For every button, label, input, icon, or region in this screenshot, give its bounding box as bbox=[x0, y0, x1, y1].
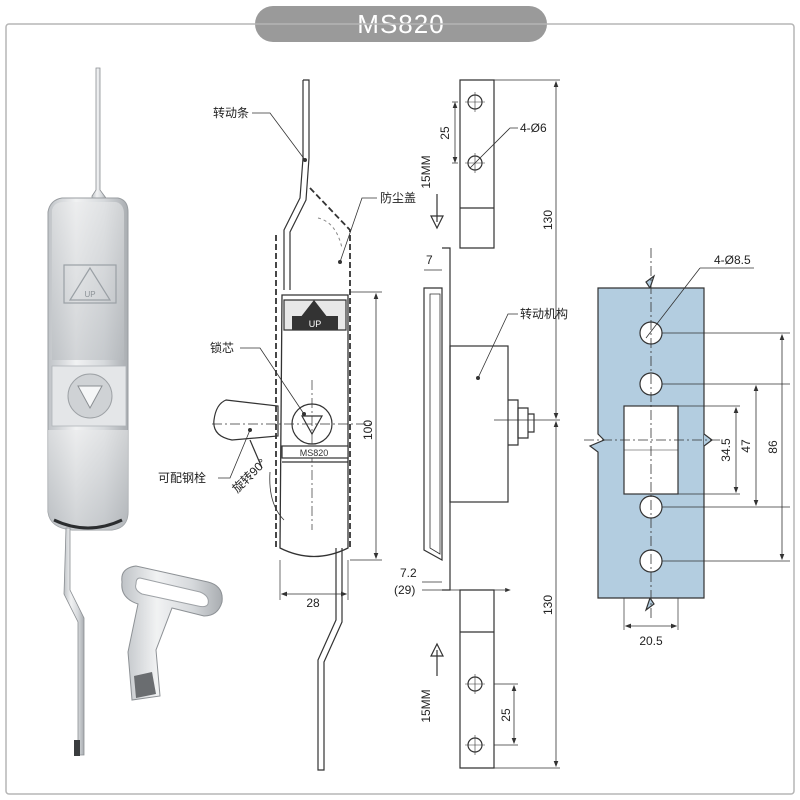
label-mechanism: 转动机构 bbox=[520, 306, 568, 321]
label-stroke-bottom: 15MM bbox=[419, 689, 433, 722]
label-rotate: 旋转90° bbox=[229, 455, 270, 496]
label-rod: 转动条 bbox=[213, 105, 249, 120]
dim-height-100: 100 bbox=[361, 420, 375, 440]
key-photo bbox=[121, 565, 223, 701]
dim-cutout-inner: 34.5 bbox=[719, 438, 733, 462]
arrow-down-icon bbox=[430, 194, 444, 230]
dim-cutout-width: 20.5 bbox=[639, 634, 663, 648]
dim-length-top: 130 bbox=[541, 210, 555, 230]
bottom-rod bbox=[63, 527, 85, 756]
dim-depth-top: 7 bbox=[426, 253, 433, 267]
dim-bottom-spacing: 25 bbox=[499, 708, 513, 722]
outer-frame bbox=[5, 23, 795, 795]
logo-text: UP bbox=[84, 290, 95, 299]
dim-depth-bottom: 7.2 bbox=[400, 566, 417, 580]
front-view-drawing bbox=[423, 79, 535, 769]
dim-cutout-mid: 47 bbox=[739, 439, 753, 453]
dim-depth-total: (29) bbox=[394, 583, 415, 597]
side-logo-text: UP bbox=[309, 319, 322, 329]
side-brand-text: MS820 bbox=[300, 448, 329, 458]
dim-top-spacing: 25 bbox=[438, 126, 452, 140]
dim-cutout-outer: 86 bbox=[766, 440, 780, 454]
label-cutout-holes: 4-Ø8.5 bbox=[714, 253, 751, 267]
label-lock-core: 锁芯 bbox=[210, 340, 234, 355]
label-steel-pin: 可配钢栓 bbox=[158, 470, 206, 485]
top-rod bbox=[91, 67, 107, 206]
triangle-keyhole-icon bbox=[77, 385, 103, 410]
dim-width-28: 28 bbox=[306, 596, 320, 610]
side-view-drawing: UP MS820 bbox=[212, 79, 372, 771]
cutout-drawing bbox=[584, 248, 790, 630]
logo-plate bbox=[63, 264, 117, 304]
label-dust-cover: 防尘盖 bbox=[380, 190, 416, 205]
label-holes-top: 4-Ø6 bbox=[520, 121, 547, 135]
dim-length-bottom: 130 bbox=[541, 595, 555, 615]
label-stroke-top: 15MM bbox=[419, 155, 433, 188]
product-photo: UP bbox=[47, 67, 129, 756]
arrow-up-icon bbox=[430, 642, 444, 676]
